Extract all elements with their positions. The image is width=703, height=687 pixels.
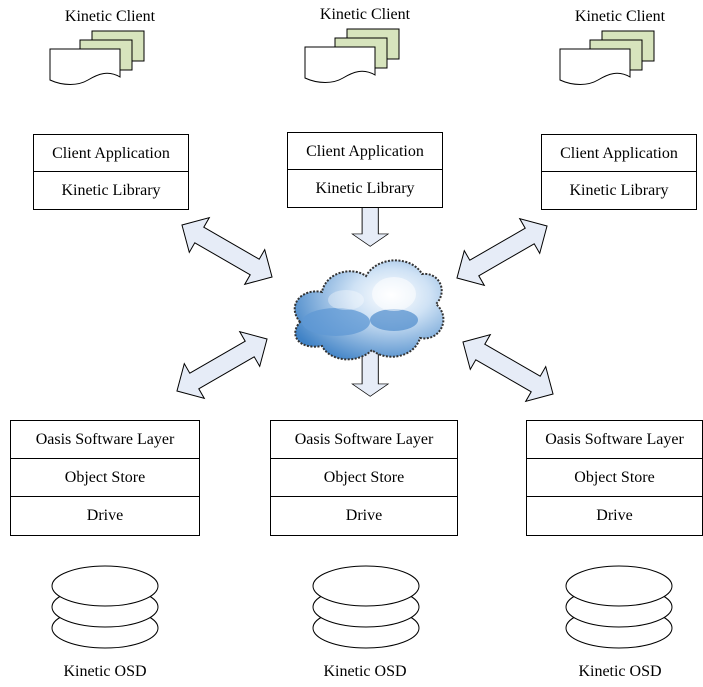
oasis-software-layer: Oasis Software Layer — [11, 421, 199, 459]
kinetic-library-layer: Kinetic Library — [569, 182, 669, 199]
drive-layer: Drive — [596, 507, 633, 524]
osd-stack: Oasis Software Layer Object Store Drive — [526, 420, 703, 536]
documents-icon — [559, 30, 655, 85]
client-stack: Client Application Kinetic Library — [287, 132, 443, 208]
object-store-layer: Object Store — [527, 459, 702, 497]
kinetic-library-layer: Kinetic Library — [315, 180, 415, 197]
drive-layer: Drive — [86, 507, 124, 524]
oasis-software-layer: Oasis Software Layer — [527, 421, 702, 459]
object-store-layer: Object Store — [271, 459, 457, 497]
client-application-layer: Client Application — [34, 135, 188, 172]
cloud-icon — [293, 259, 445, 361]
oasis-software-layer: Oasis Software Layer — [271, 421, 457, 459]
osd-title: Kinetic OSD — [578, 663, 662, 680]
osd-title: Kinetic OSD — [63, 663, 147, 680]
arrow-osd-left — [166, 321, 278, 409]
osd-title: Kinetic OSD — [323, 663, 407, 680]
disk-stack-icon — [312, 565, 420, 649]
arrow-client-left — [171, 207, 283, 295]
documents-icon — [304, 28, 400, 83]
disk-stack-icon — [565, 565, 673, 649]
osd-stack: Oasis Software Layer Object Store Drive — [270, 420, 458, 536]
osd-stack: Oasis Software Layer Object Store Drive — [10, 420, 200, 536]
arrow-osd-right — [452, 324, 564, 412]
client-title: Kinetic Client — [574, 8, 666, 25]
client-stack: Client Application Kinetic Library — [33, 134, 189, 210]
arrow-client-right — [446, 208, 558, 296]
client-title: Kinetic Client — [64, 8, 156, 25]
documents-icon — [49, 30, 145, 85]
client-application-layer: Client Application — [288, 133, 442, 170]
object-store-layer: Object Store — [11, 459, 199, 497]
client-title: Kinetic Client — [319, 6, 411, 23]
drive-layer: Drive — [345, 507, 383, 524]
client-stack: Client Application Kinetic Library — [541, 134, 697, 210]
disk-stack-icon — [51, 565, 159, 649]
kinetic-library-layer: Kinetic Library — [61, 182, 161, 199]
client-application-layer: Client Application — [542, 135, 696, 172]
